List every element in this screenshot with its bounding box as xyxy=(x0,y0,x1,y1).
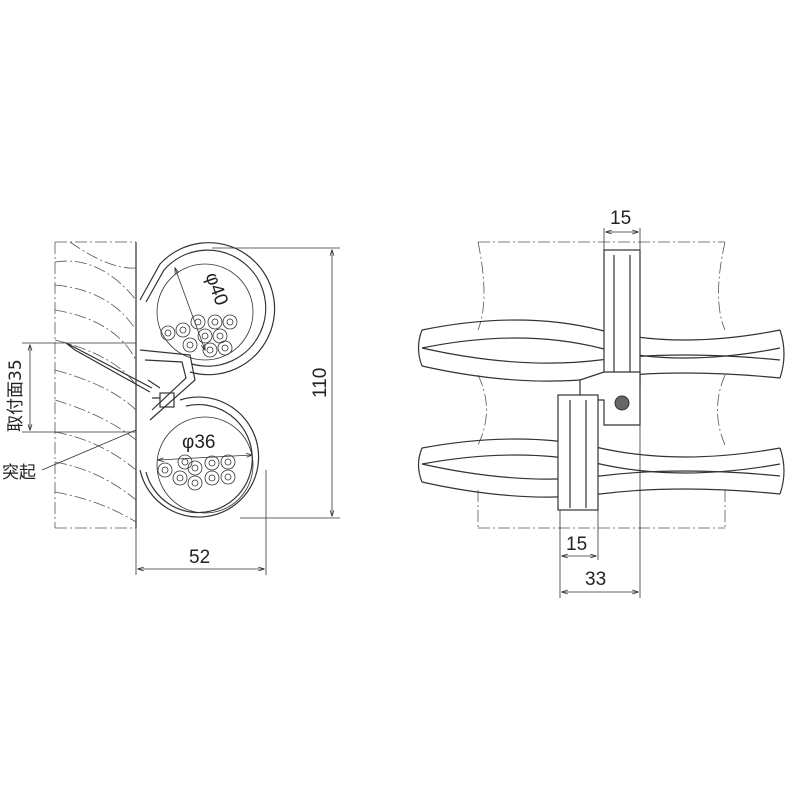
dim-110: 110 xyxy=(212,247,340,519)
cable-bundle-upper xyxy=(160,314,238,358)
dim-52: 52 xyxy=(135,470,267,575)
mount-surface-label: 取付面35 xyxy=(6,359,26,432)
cable-lower-pair xyxy=(417,438,785,498)
wood-block xyxy=(54,241,137,529)
cable-upper-pair xyxy=(417,319,785,382)
dim-phi40-text: φ40 xyxy=(201,270,232,309)
dim-phi36: φ36 xyxy=(158,432,252,460)
nail xyxy=(65,342,153,393)
left-view: φ40 φ36 110 52 取付面35 xyxy=(2,241,340,575)
projection-callout: 突起 xyxy=(2,429,137,483)
dim-mount-surface: 取付面35 xyxy=(6,342,136,433)
dim-110-text: 110 xyxy=(310,368,331,398)
dim-top-15: 15 xyxy=(603,208,641,250)
dim-bottom-15-text: 15 xyxy=(566,534,587,555)
cable-bundle-lower xyxy=(157,454,236,491)
clip-side-view xyxy=(557,249,641,511)
right-view: 15 15 33 xyxy=(417,208,785,598)
dim-phi40: φ40 xyxy=(175,268,232,350)
dim-52-text: 52 xyxy=(189,547,210,568)
dim-phi36-text: φ36 xyxy=(182,432,215,453)
dim-bottom-15: 15 xyxy=(559,510,599,598)
dim-33: 33 xyxy=(562,425,641,598)
dim-33-text: 33 xyxy=(585,569,606,590)
right-wood-block xyxy=(477,241,726,529)
dim-top-15-text: 15 xyxy=(610,208,631,229)
projection-label: 突起 xyxy=(2,463,36,483)
